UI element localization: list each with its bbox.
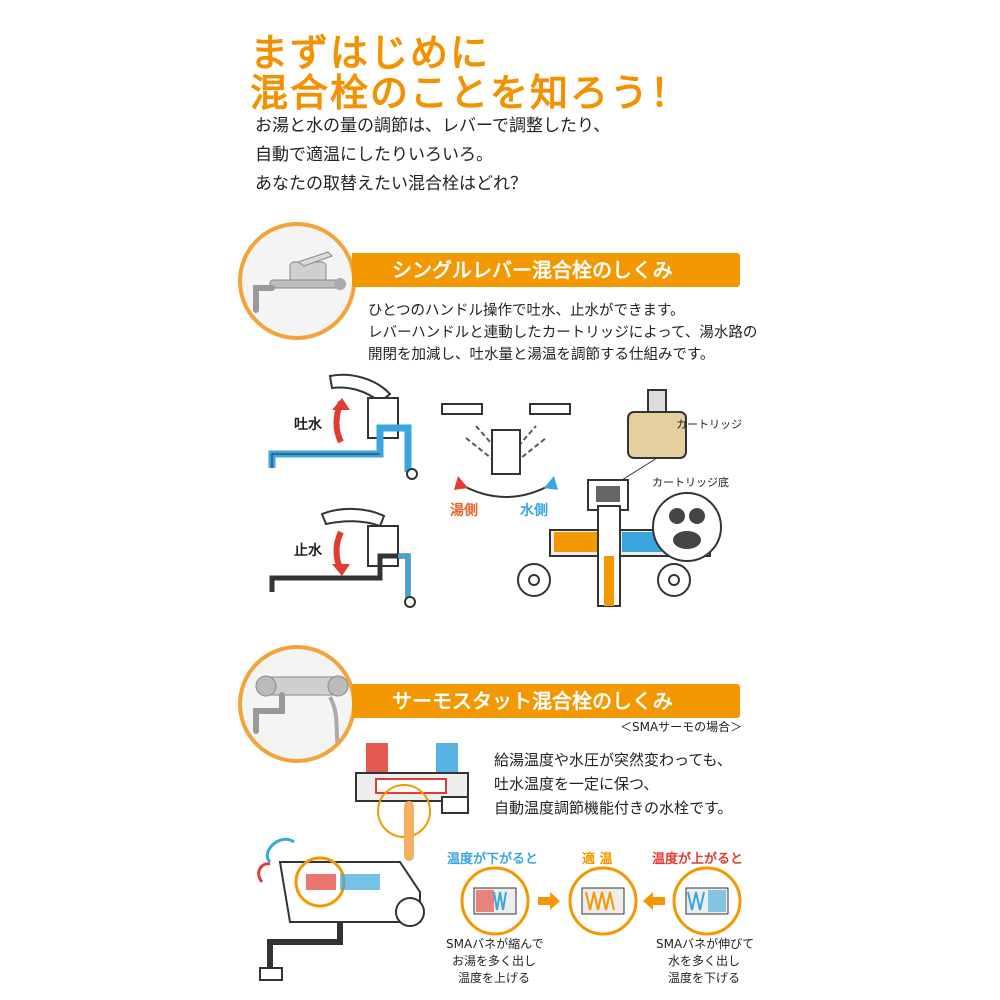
description-line: レバーハンドルと連動したカートリッジによって、湯水路の xyxy=(368,325,758,341)
label-temp-down: 温度が下がると xyxy=(447,852,539,867)
down-arrow-icon xyxy=(332,530,350,576)
sma-spring-extended-icon xyxy=(672,866,742,936)
caption-temp-down: SMAバネが縮んで お湯を多く出し 温度を上げる xyxy=(446,936,544,987)
cartridge-diagram xyxy=(517,389,711,607)
arrow-right-icon xyxy=(538,892,560,910)
intro-line: 自動で適温にしたりいろいろ。 xyxy=(255,145,493,165)
spout-open-diagram xyxy=(268,373,418,480)
cartridge-bottom-icon xyxy=(652,492,722,562)
sma-spring-optimal-icon xyxy=(568,866,638,936)
single-lever-heading: シングルレバー混合栓のしくみ xyxy=(392,258,673,282)
caption-line: SMAバネが伸びて xyxy=(656,937,755,951)
single-lever-faucet-icon xyxy=(253,251,346,313)
title-line-1: まずはじめに xyxy=(250,31,491,75)
description-line: ひとつのハンドル操作で吐水、止水ができます。 xyxy=(368,303,685,319)
caption-line: お湯を多く出し xyxy=(451,954,536,968)
thermostat-faucet-photo xyxy=(238,645,356,763)
label-stop: 止水 xyxy=(294,543,322,559)
caption-line: 温度を上げる xyxy=(457,971,530,985)
label-cartridge: カートリッジ xyxy=(676,418,742,431)
label-spout: 吐水 xyxy=(294,417,322,433)
sma-note: ＜SMAサーモの場合＞ xyxy=(620,720,743,734)
thermostat-heading-bar: サーモスタット混合栓のしくみ xyxy=(352,684,740,718)
description-line: 吐水温度を一定に保つ、 xyxy=(494,775,659,793)
thermostat-faucet-drawing xyxy=(257,838,425,981)
caption-line: SMAバネが縮んで xyxy=(446,937,544,951)
lever-rotation-diagram xyxy=(441,403,571,498)
title-line-2: 混合栓のことを知ろう！ xyxy=(250,71,691,115)
spout-closed-diagram xyxy=(269,507,416,608)
caption-line: 水を多く出し xyxy=(667,954,740,968)
caption-temp-up: SMAバネが伸びて 水を多く出し 温度を下げる xyxy=(656,936,755,987)
single-lever-description: ひとつのハンドル操作で吐水、止水ができます。 レバーハンドルと連動したカートリッ… xyxy=(368,300,757,366)
single-lever-faucet-photo xyxy=(238,222,356,340)
thermostat-heading: サーモスタット混合栓のしくみ xyxy=(392,689,673,713)
sma-spring-compressed-icon xyxy=(460,866,530,936)
arrow-left-icon xyxy=(643,892,665,910)
label-temp-up: 温度が上がると xyxy=(652,852,744,867)
label-cartridge-bottom: カートリッジ底 xyxy=(652,476,729,489)
intro-line: お湯と水の量の調節は、レバーで調整したり、 xyxy=(255,116,611,136)
up-arrow-icon xyxy=(332,398,350,444)
single-lever-heading-bar: シングルレバー混合栓のしくみ xyxy=(352,253,740,287)
label-optimal: 適 温 xyxy=(582,852,613,867)
label-cold-side: 水側 xyxy=(520,503,548,519)
description-line: 自動温度調節機能付きの水栓です。 xyxy=(494,799,733,817)
thermostat-description: 給湯温度や水圧が突然変わっても、 吐水温度を一定に保つ、 自動温度調節機能付きの… xyxy=(494,748,733,820)
thermostat-faucet-icon xyxy=(253,675,349,759)
intro-line: あなたの取替えたい混合栓はどれ？ xyxy=(255,174,527,194)
description-line: 給湯温度や水圧が突然変わっても、 xyxy=(494,751,733,769)
label-hot-side: 湯側 xyxy=(450,503,478,519)
intro-text: お湯と水の量の調節は、レバーで調整したり、 自動で適温にしたりいろいろ。 あなた… xyxy=(255,112,610,199)
description-line: 開閉を加減し、吐水量と湯温を調節する仕組みです。 xyxy=(368,347,715,363)
thermostat-cross-section xyxy=(355,743,469,861)
caption-line: 温度を下げる xyxy=(667,971,740,985)
